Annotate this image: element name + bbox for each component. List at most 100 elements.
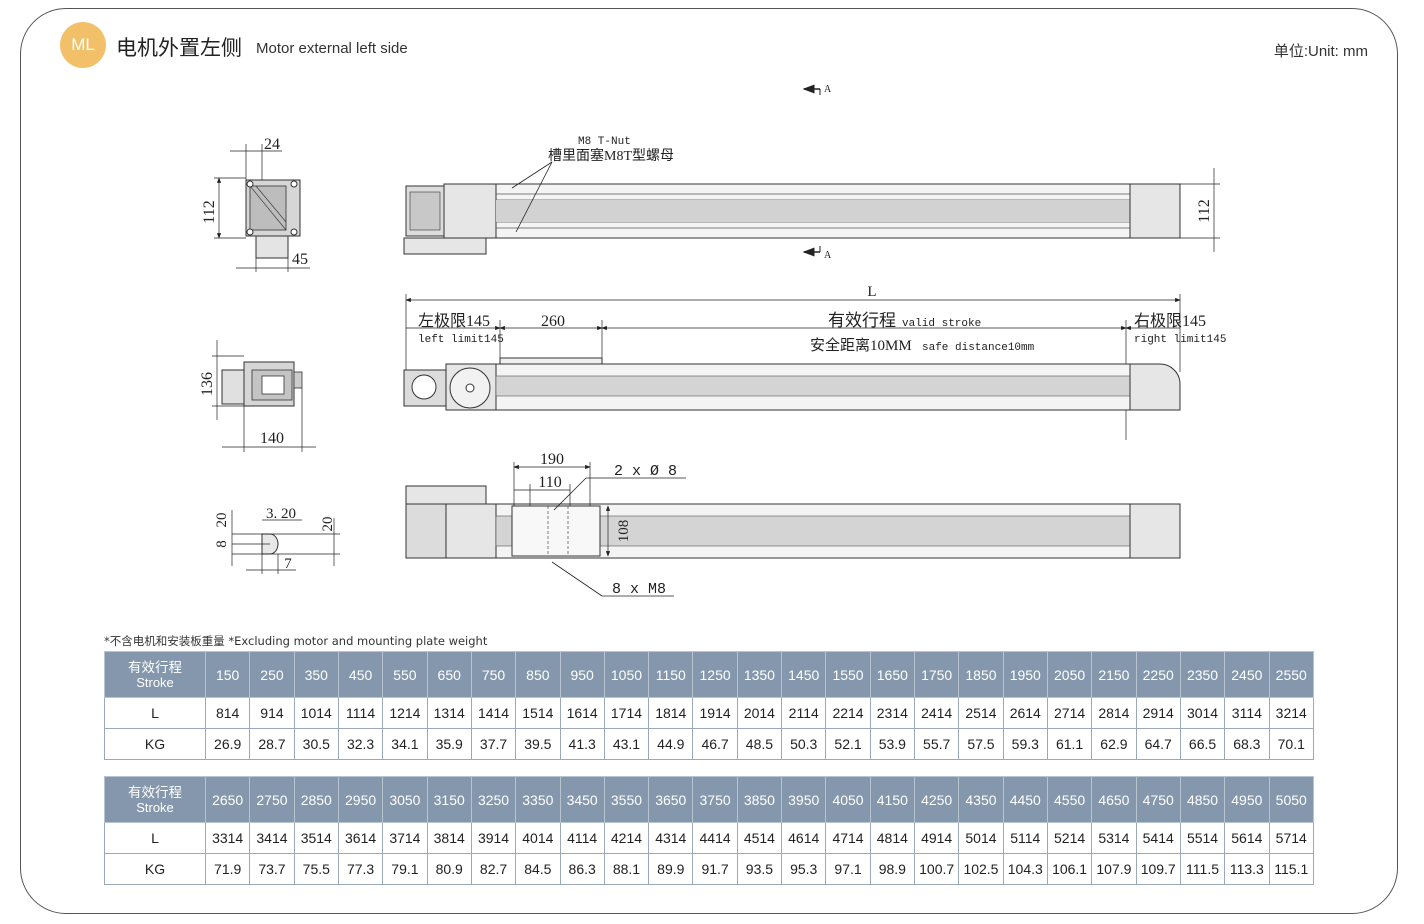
- side-view: M8 T-Nut 槽里面塞M8T型螺母 112: [403, 136, 1220, 255]
- table-cell: 4814: [869, 822, 916, 854]
- table-cell: 66.5: [1179, 728, 1226, 760]
- svg-text:有效行程: 有效行程: [828, 311, 896, 330]
- table-cell: 750: [470, 651, 517, 698]
- table-cell: 3650: [648, 776, 694, 823]
- table-cell: 4850: [1179, 776, 1226, 823]
- table-cell: 5514: [1179, 822, 1226, 854]
- table-cell: 3050: [382, 776, 428, 823]
- table-cell: 150: [204, 651, 251, 698]
- table-cell: 68.3: [1224, 728, 1270, 760]
- table-cell: 3214: [1268, 697, 1314, 729]
- table-cell: 3450: [559, 776, 605, 823]
- svg-text:190: 190: [540, 451, 564, 468]
- table-cell: 4050: [825, 776, 871, 823]
- svg-text:right limit145: right limit145: [1134, 334, 1226, 346]
- table-cell: 4614: [781, 822, 827, 854]
- svg-text:8: 8: [214, 540, 230, 548]
- weight-note: *不含电机和安装板重量 *Excluding motor and mountin…: [104, 634, 488, 648]
- unit-label: 单位:Unit: mm: [1273, 43, 1368, 60]
- table-cell: 3250: [470, 776, 517, 823]
- table-cell: 3550: [603, 776, 650, 823]
- table-cell: 80.9: [426, 853, 472, 885]
- table-cell: 62.9: [1091, 728, 1137, 760]
- table-cell: 82.7: [470, 853, 517, 885]
- page-frame: [20, 8, 1398, 914]
- table-cell: 2750: [249, 776, 295, 823]
- table-cell: 4114: [559, 822, 605, 854]
- table-cell: 914: [249, 697, 295, 729]
- table-cell: 5050: [1268, 776, 1314, 823]
- table-cell: 4450: [1002, 776, 1048, 823]
- table-cell: 46.7: [692, 728, 738, 760]
- table-cell: 32.3: [337, 728, 384, 760]
- table-cell: 4350: [958, 776, 1004, 823]
- row-label: KG: [104, 728, 206, 760]
- table-cell: 3314: [204, 822, 251, 854]
- stroke-label-cn: 有效行程: [128, 784, 182, 800]
- table-cell: 102.5: [958, 853, 1004, 885]
- svg-text:A: A: [824, 250, 832, 261]
- table-cell: 5314: [1091, 822, 1137, 854]
- svg-text:20: 20: [320, 517, 336, 532]
- table-cell: 61.1: [1046, 728, 1093, 760]
- table-cell: 73.7: [249, 853, 295, 885]
- table-cell: 2514: [958, 697, 1004, 729]
- kg-label: KG: [144, 861, 166, 877]
- table-cell: 5014: [958, 822, 1004, 854]
- table-cell: 2150: [1091, 651, 1137, 698]
- table-cell: 450: [337, 651, 384, 698]
- l-label: L: [151, 830, 159, 846]
- table-cell: 104.3: [1002, 853, 1048, 885]
- table-cell: 650: [426, 651, 472, 698]
- table-cell: 5114: [1002, 822, 1048, 854]
- table-cell: 4514: [736, 822, 783, 854]
- table-cell: 28.7: [249, 728, 295, 760]
- table-cell: 1414: [470, 697, 517, 729]
- table-cell: 1314: [426, 697, 472, 729]
- table-cell: 2214: [825, 697, 871, 729]
- table-cell: 59.3: [1002, 728, 1048, 760]
- svg-text:安全距离10MM: 安全距离10MM: [810, 336, 912, 354]
- table-cell: 2950: [337, 776, 384, 823]
- table-cell: 115.1: [1268, 853, 1314, 885]
- table-cell: 2650: [204, 776, 251, 823]
- svg-text:left limit145: left limit145: [418, 334, 504, 346]
- table-cell: 1250: [692, 651, 738, 698]
- table-cell: 3114: [1224, 697, 1270, 729]
- table-cell: 79.1: [382, 853, 428, 885]
- row-label: L: [104, 697, 206, 729]
- table-cell: 2050: [1046, 651, 1093, 698]
- table-cell: 107.9: [1091, 853, 1137, 885]
- table-cell: 1450: [781, 651, 827, 698]
- table-cell: 4150: [869, 776, 916, 823]
- svg-text:8 x M8: 8 x M8: [612, 581, 666, 598]
- table-cell: 2450: [1224, 651, 1270, 698]
- table-cell: 71.9: [204, 853, 251, 885]
- table-cell: 5214: [1046, 822, 1093, 854]
- table-cell: 111.5: [1179, 853, 1226, 885]
- table-cell: 2714: [1046, 697, 1093, 729]
- table-cell: 2914: [1135, 697, 1181, 729]
- table-cell: 1614: [559, 697, 605, 729]
- svg-text:右极限145: 右极限145: [1134, 312, 1206, 330]
- table-cell: 550: [382, 651, 428, 698]
- svg-text:260: 260: [541, 313, 565, 330]
- table-cell: 91.7: [692, 853, 738, 885]
- kg-label: KG: [144, 736, 166, 752]
- svg-text:左极限145: 左极限145: [418, 312, 490, 330]
- table-cell: 2414: [913, 697, 960, 729]
- table-cell: 950: [559, 651, 605, 698]
- table-cell: 55.7: [913, 728, 960, 760]
- table-cell: 93.5: [736, 853, 783, 885]
- table-cell: 5414: [1135, 822, 1181, 854]
- table-cell: 50.3: [781, 728, 827, 760]
- table-cell: 4714: [825, 822, 871, 854]
- table-cell: 41.3: [559, 728, 605, 760]
- stroke-label-en: Stroke: [136, 674, 174, 690]
- table-cell: 97.1: [825, 853, 871, 885]
- svg-text:112: 112: [1196, 199, 1213, 222]
